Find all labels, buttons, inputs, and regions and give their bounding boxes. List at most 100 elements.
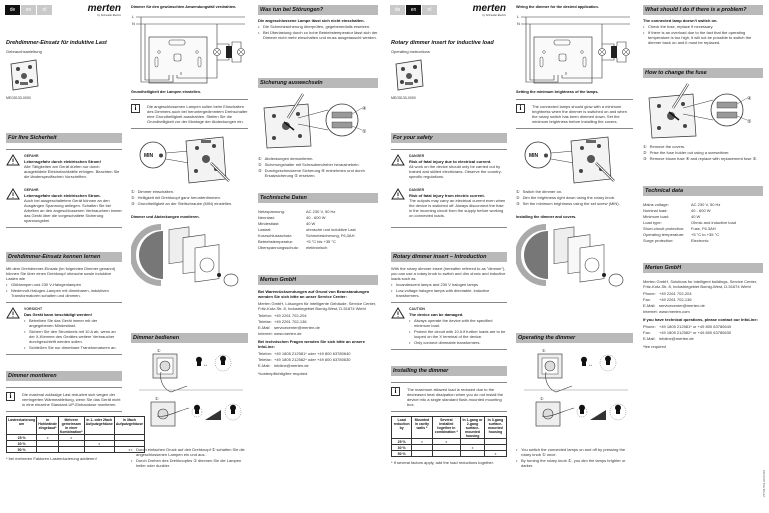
tech-row: Netzspannung:AC 230 V, 50 Hz xyxy=(258,209,378,214)
intro-bullet: Glühlampen und 230 V-Halogenlampen xyxy=(6,282,122,287)
contact-label: Internet: xyxy=(258,331,273,336)
section-header-intro: Drehdimmer-Einsatz kennen lernen xyxy=(6,252,122,262)
intro-text: With the rotary dimmer insert (hereafter… xyxy=(391,266,506,281)
website-link[interactable]: www.merten.com xyxy=(659,309,690,314)
tech-value: 40 - 600 W xyxy=(306,215,326,220)
section-header-operate: Operating the dimmer xyxy=(516,333,633,343)
caution-bullet: Sichern Sie den Stromkreis mit 10 A ab, … xyxy=(24,329,122,344)
tab-nl[interactable]: nl xyxy=(422,5,437,15)
mount-illustration xyxy=(131,224,239,287)
step-text: Switch the dimmer on. xyxy=(522,189,563,194)
technical-data-list: Mains voltage:AC 230 V, 50 Hz Nominal lo… xyxy=(643,201,763,243)
fuse-callout-4: ④ xyxy=(362,106,367,112)
hotline-row: Fax:+49 1805 212582* or +49 800 63780630 xyxy=(643,330,763,335)
step-text: Dim the brightness right down using the … xyxy=(522,195,616,200)
document-title: Drehdimmer-Einsatz für induktive Last xyxy=(6,40,107,46)
operate-bullet: Durch einfachen Druck auf den Drehknopf … xyxy=(131,447,248,457)
tech-row: Betriebstemperatur:+5 °C bis +35 °C xyxy=(258,239,378,244)
tab-en[interactable]: en xyxy=(406,5,421,15)
contact-value: +49 1805 212581* oder +49 800 63780640 xyxy=(274,351,351,356)
caution-title: Das Gerät kann beschädigt werden! xyxy=(24,312,93,317)
table-cell: x xyxy=(483,450,508,457)
caution-title: The device can be damaged. xyxy=(409,312,464,317)
operate-bullet: Durch Drehen des Drehknopfes ① dimmen Si… xyxy=(131,458,248,468)
troubleshooting-section: Die angeschlossene Lampe lässt sich nich… xyxy=(258,18,378,40)
company-address: Merten GmbH, Lösungen für intelligente G… xyxy=(258,301,377,311)
contact-label: Phone: xyxy=(643,291,656,296)
document-code: V6735-561-00 03/10 xyxy=(762,470,766,498)
company-intro: Bei Warenrücksendungen auf Grund von Bea… xyxy=(258,289,370,299)
article-number: MEG5133-0000 xyxy=(6,96,31,100)
mount-caption: Dimmer und Abdeckungen montieren. xyxy=(131,215,200,219)
danger-title: Lebensgefahr durch elektrischen Strom! xyxy=(24,159,101,164)
caution-label: VORSICHT xyxy=(24,307,43,311)
contact-value: +49 1805 212582* oder +49 800 63780630 xyxy=(274,357,351,362)
page-en: de en nl merten by Schneider Electric Ro… xyxy=(385,0,769,513)
operate-bullets: Durch einfachen Druck auf den Drehknopf … xyxy=(131,446,248,468)
email-link[interactable]: infoline@merten.de xyxy=(659,336,694,341)
divider xyxy=(391,302,507,303)
table-header: In 1-gang or 2-gang surface-mounted hous… xyxy=(460,416,485,439)
min-brightness-info: i Die angeschlossenen Lampen sollen beim… xyxy=(131,104,248,124)
tab-de[interactable]: de xyxy=(5,5,20,15)
tech-row: Mindestlast:40 W xyxy=(258,221,378,226)
tech-value: Schmelzsicherung, F6,3AH xyxy=(306,233,355,238)
email-link[interactable]: servicecenter@merten.de xyxy=(274,325,320,330)
tech-value: ohmsche und induktive Last xyxy=(306,227,356,232)
tab-de[interactable]: de xyxy=(390,5,405,15)
danger-text: Alle Tätigkeiten am Gerät dürfen nur dur… xyxy=(24,164,120,179)
step-marker: ① xyxy=(258,156,262,161)
contact-label: E-Mail: xyxy=(643,303,656,308)
email-link[interactable]: infoline@merten.de xyxy=(274,363,309,368)
step-marker: ② xyxy=(643,150,647,155)
caution-block: CAUTION The device can be damaged. Alway… xyxy=(391,307,507,345)
contact-label: Telefax: xyxy=(258,319,272,324)
divider xyxy=(391,227,507,228)
table-header: Mehrere gemeinsam in einer Kombination* xyxy=(57,416,85,435)
min-brightness-caption: Grundhelligkeit der Lampen einstellen. xyxy=(131,90,202,94)
section-header-install: Dimmer montieren xyxy=(6,371,122,381)
tab-nl[interactable]: nl xyxy=(37,5,52,15)
tech-value: 40 W xyxy=(691,214,701,219)
contact-label: Phone: xyxy=(643,324,656,329)
column-2: Dimmer für den gewünschten Anwendungsfal… xyxy=(131,5,248,287)
hotline-row: Telefax:+49 1805 212582* oder +49 800 63… xyxy=(258,357,378,362)
caution-block: VORSICHT Das Gerät kann beschädigt werde… xyxy=(6,307,122,350)
divider xyxy=(6,227,122,228)
min-adjust-illustration: MIN xyxy=(524,136,615,184)
hotline-row: E-Mail:infoline@merten.de xyxy=(643,336,763,341)
company-footnote: *fee required xyxy=(643,344,666,349)
divider xyxy=(6,411,122,412)
load-reduction-table: Lastreduzierung um in Hohlwände eingebau… xyxy=(5,416,146,453)
divider xyxy=(131,99,248,100)
hotline-row: E-Mail:infoline@merten.de xyxy=(258,363,378,368)
warning-icon xyxy=(391,307,405,319)
website-link[interactable]: www.merten.de xyxy=(274,331,302,336)
tech-row: Surge protection:Electronic xyxy=(643,238,763,243)
contact-label: Telefon: xyxy=(258,313,273,318)
contact-row: Phone:+49 2261 702-204 xyxy=(643,291,763,296)
step-text: Remove blown fuse ④ and replace with rep… xyxy=(649,156,758,161)
caution-bullet: Betreiben Sie das Gerät immer mit der an… xyxy=(24,318,122,328)
intro-bullet: Incandescent lamps and 230 V halogen lam… xyxy=(391,282,507,287)
tab-en[interactable]: en xyxy=(21,5,36,15)
section-header-safety: Für Ihre Sicherheit xyxy=(6,133,122,143)
operate-bullets: You switch the connected lamps on and of… xyxy=(516,446,633,468)
email-link[interactable]: servicecenter@merten.de xyxy=(659,303,705,308)
divider xyxy=(391,349,507,350)
table-header: Lastreduzierung um xyxy=(5,416,38,435)
logo-text: merten xyxy=(472,3,506,14)
tech-label: Kurzschlussschutz: xyxy=(258,233,293,238)
operate-illustration: ① ↔ ① xyxy=(524,348,628,427)
document-title: Rotary dimmer insert for inductive load xyxy=(391,40,494,46)
intro-text: Mit dem Drehdimmer-Einsatz (im folgenden… xyxy=(6,266,116,281)
section-header-technical-data: Technical data xyxy=(643,186,763,196)
step-text: Remove the covers. xyxy=(649,144,686,149)
warning-icon xyxy=(391,154,405,166)
table-header: in Hohlwände eingebaut* xyxy=(36,416,59,435)
